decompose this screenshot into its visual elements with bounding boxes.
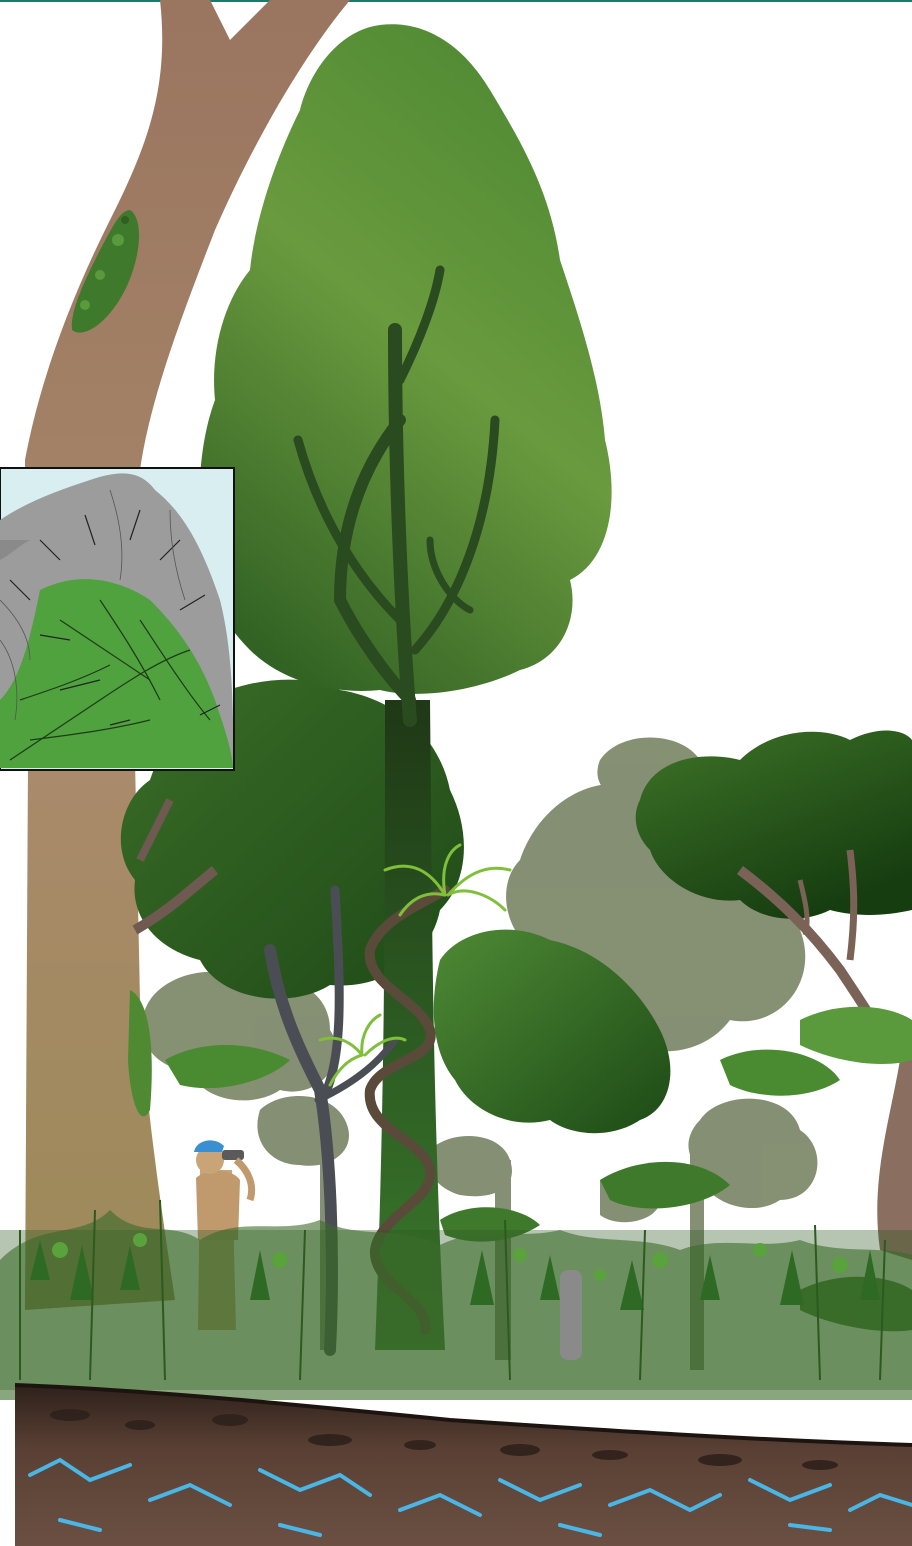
soil-profile (15, 1385, 912, 1546)
watershed-map-icon (0, 468, 234, 770)
ground-vegetation (0, 1200, 912, 1400)
binoculars-icon (222, 1150, 244, 1160)
